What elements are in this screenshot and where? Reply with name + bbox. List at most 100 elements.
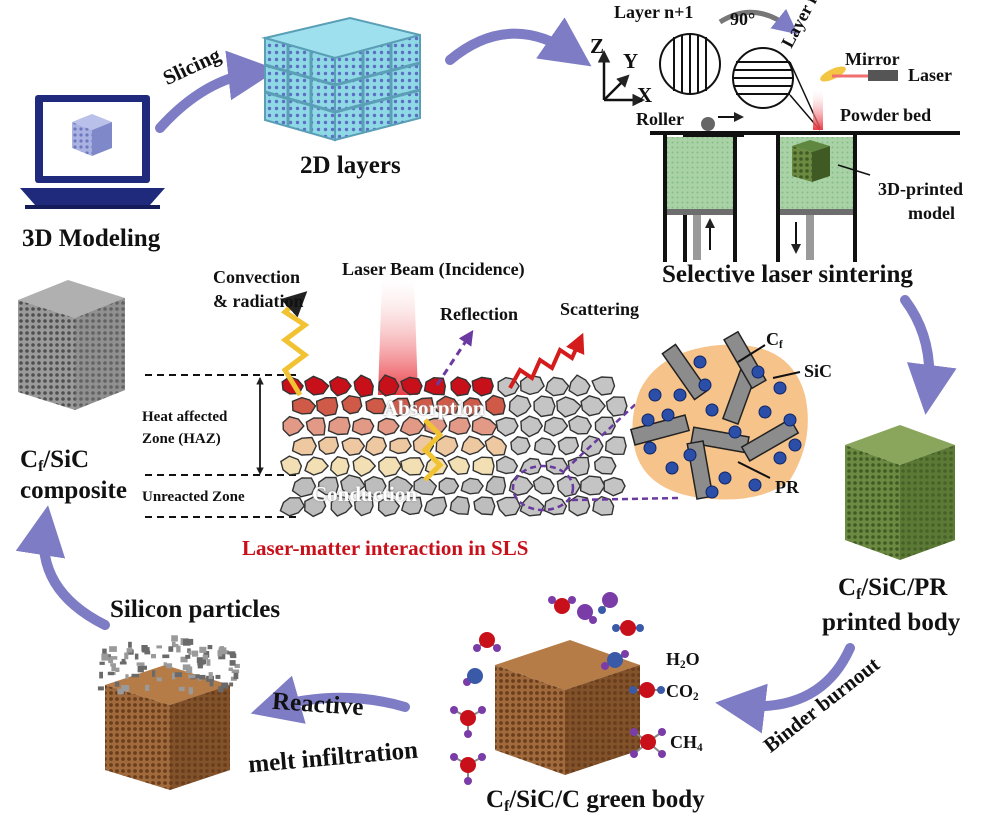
powder-particle: [364, 475, 387, 497]
powder-particle: [438, 477, 460, 496]
powder-particle: [545, 376, 570, 397]
silicon-grain: [171, 635, 178, 642]
silicon-grain: [99, 661, 105, 665]
powder-particle: [413, 397, 435, 415]
molecule-atom: [630, 750, 638, 758]
silicon-grain: [162, 654, 170, 659]
powder-particle: [510, 436, 531, 456]
molecule-atom: [657, 686, 665, 694]
silicon-grain: [115, 667, 120, 672]
powder-particle: [591, 376, 616, 396]
silicon-grain: [128, 641, 132, 648]
axis-icon: [597, 50, 645, 107]
arrow-to-sls: [445, 17, 592, 67]
silicon-grain: [217, 650, 223, 657]
silicon-grain: [152, 670, 156, 677]
molecule-center: [602, 592, 618, 608]
powder-particle: [496, 496, 521, 517]
powder-particle: [304, 496, 327, 518]
molecule-atom: [630, 728, 638, 736]
silicon-grain: [141, 645, 148, 652]
powder-particle: [519, 374, 545, 396]
powder-particle: [557, 436, 580, 456]
laser-icon: [868, 70, 898, 81]
label-printed-model-1: 3D-printed: [878, 179, 963, 199]
sic-particle: [661, 408, 675, 422]
printed-body-cube-icon: [845, 425, 955, 560]
silicon-grain: [230, 653, 237, 659]
molecule-center: [640, 734, 656, 750]
powder-particle: [280, 455, 303, 476]
powder-particle: [330, 494, 353, 517]
silicon-grain: [109, 646, 117, 652]
silicon-grain: [134, 653, 139, 660]
label-haz-2: Zone (HAZ): [142, 431, 221, 447]
convection-arrow: [280, 291, 310, 397]
sic-particle: [788, 438, 802, 452]
sic-particle: [758, 405, 772, 419]
label-ch4: CH4: [670, 732, 703, 754]
powder-particle: [580, 395, 607, 417]
arrow-slicing: [155, 50, 278, 133]
powder-particle: [460, 435, 486, 456]
powder-particle: [484, 435, 508, 457]
silicon-grain: [124, 652, 129, 660]
stage-silicon-particles: Silicon particles: [110, 596, 281, 623]
silicon-grain: [234, 663, 240, 668]
label-layer-n1: Layer n+1: [614, 2, 694, 22]
powder-particle: [604, 436, 627, 456]
silicon-grain: [207, 645, 213, 650]
laser-beam: [378, 278, 418, 395]
powder-particle: [390, 397, 411, 418]
silicon-grain: [166, 663, 173, 669]
sic-particle: [648, 388, 662, 402]
silicon-grain: [188, 674, 196, 679]
powder-particle: [400, 457, 425, 476]
powder-particle: [462, 397, 484, 418]
carbon-fiber: [661, 343, 709, 401]
interaction-panel: [145, 278, 681, 518]
label-angle: 90°: [730, 9, 756, 29]
powder-particle: [291, 396, 317, 415]
silicon-grain: [131, 673, 139, 678]
label-axis-x: X: [637, 83, 653, 107]
silicon-particles-icon: [97, 635, 240, 695]
powder-particle: [495, 455, 519, 475]
molecule-atom: [589, 616, 597, 624]
label-laser: Laser: [908, 65, 952, 85]
silicon-grain: [110, 656, 118, 660]
powder-particle: [435, 395, 460, 416]
laptop-icon: [20, 95, 165, 209]
powder-particle: [317, 436, 340, 456]
silicon-grain: [145, 684, 150, 691]
sic-particle: [705, 403, 719, 417]
powder-particle: [341, 394, 363, 415]
label-pr: PR: [775, 477, 799, 497]
sic-particle: [693, 355, 707, 369]
powder-particle: [471, 376, 494, 397]
layered-cube-icon: [261, 16, 421, 142]
silicon-grain: [168, 646, 174, 652]
molecule-atom: [450, 753, 458, 761]
powder-particle: [282, 415, 305, 437]
powder-particle: [352, 455, 377, 478]
powder-particle: [351, 417, 375, 436]
gas-molecules: [450, 592, 666, 785]
molecule-atom: [478, 706, 486, 714]
powder-particle: [423, 376, 447, 396]
silicon-grain: [206, 659, 211, 666]
roller-icon: [701, 117, 715, 131]
powder-particle: [448, 416, 471, 436]
sic-particle: [718, 471, 732, 485]
rotation-arrow: [718, 8, 798, 35]
molecule-atom: [464, 777, 472, 785]
label-mirror: Mirror: [845, 49, 900, 69]
label-axis-y: Y: [623, 49, 639, 73]
printed-model-icon: [792, 140, 830, 182]
powder-particle: [423, 496, 448, 517]
silicon-grain: [144, 650, 151, 655]
powder-particle: [317, 476, 339, 496]
powder-particle: [378, 374, 400, 397]
sic-particle: [705, 485, 719, 499]
stage-printed-body-1: Cf/SiC/PR: [838, 574, 948, 603]
